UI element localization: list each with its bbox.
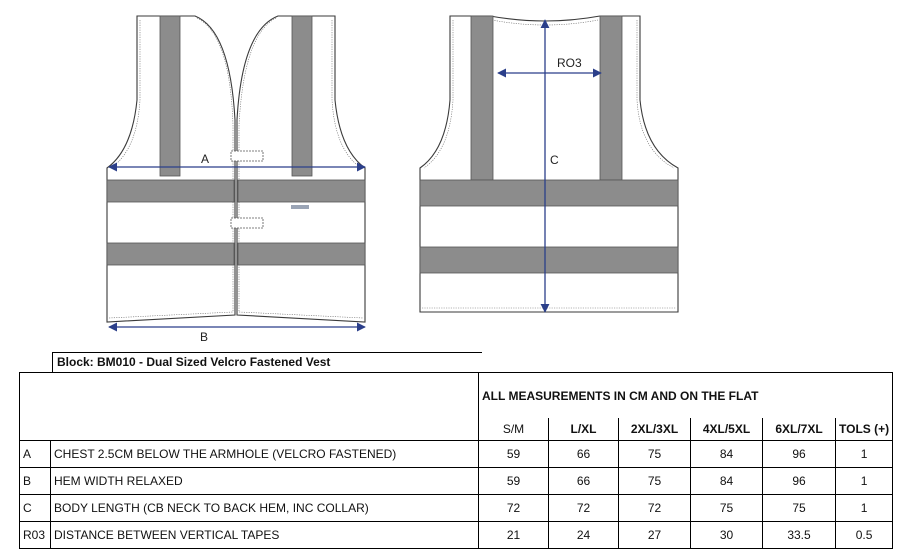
row-value: 96 (762, 440, 836, 468)
row-value: 96 (762, 467, 836, 495)
table-row: C BODY LENGTH (CB NECK TO BACK HEM, INC … (19, 494, 894, 522)
row-value: 1 (834, 494, 894, 522)
row-value: 21 (478, 521, 549, 549)
dim-label-ro3: RO3 (557, 56, 582, 70)
row-description: BODY LENGTH (CB NECK TO BACK HEM, INC CO… (50, 494, 479, 522)
measurement-table: ALL MEASUREMENTS IN CM AND ON THE FLAT S… (19, 372, 894, 549)
table-row: B HEM WIDTH RELAXED 59 66 75 84 96 1 (19, 467, 894, 495)
dim-label-c: C (550, 153, 559, 167)
row-value: 75 (618, 467, 691, 495)
row-value: 84 (690, 440, 763, 468)
title-rule-top (52, 352, 482, 353)
row-value: 59 (478, 440, 549, 468)
header-note: ALL MEASUREMENTS IN CM AND ON THE FLAT (477, 372, 894, 418)
row-value: 0.5 (834, 521, 894, 549)
row-value: 33.5 (762, 521, 836, 549)
block-title: Block: BM010 - Dual Sized Velcro Fastene… (57, 355, 331, 369)
dim-label-a: A (201, 152, 209, 166)
row-value: 75 (690, 494, 763, 522)
row-value: 75 (618, 440, 691, 468)
title-rule-side (52, 352, 53, 372)
row-description: HEM WIDTH RELAXED (50, 467, 479, 495)
row-code: C (19, 494, 51, 522)
row-value: 75 (762, 494, 836, 522)
dim-label-b: B (200, 330, 208, 344)
table-row: A CHEST 2.5CM BELOW THE ARMHOLE (VELCRO … (19, 440, 894, 468)
row-value: 84 (690, 467, 763, 495)
col-header: S/M (478, 418, 549, 441)
col-header: 6XL/7XL (762, 418, 836, 441)
row-value: 27 (618, 521, 691, 549)
col-header: 2XL/3XL (618, 418, 691, 441)
table-header-blank (19, 372, 479, 441)
row-value: 1 (834, 467, 894, 495)
col-header: L/XL (548, 418, 619, 441)
col-header: 4XL/5XL (690, 418, 763, 441)
row-value: 72 (548, 494, 619, 522)
row-value: 59 (478, 467, 549, 495)
row-value: 66 (548, 440, 619, 468)
row-value: 30 (690, 521, 763, 549)
vest-technical-drawing: A B RO3 C (106, 15, 679, 344)
table-header-note-row: ALL MEASUREMENTS IN CM AND ON THE FLAT (19, 372, 894, 441)
front-view: A B (106, 15, 366, 344)
col-header: TOLS (+) (834, 418, 894, 441)
table-row: R03 DISTANCE BETWEEN VERTICAL TAPES 21 2… (19, 521, 894, 549)
row-value: 24 (548, 521, 619, 549)
row-code: A (19, 440, 51, 468)
row-code: R03 (19, 521, 51, 549)
row-value: 1 (834, 440, 894, 468)
row-description: DISTANCE BETWEEN VERTICAL TAPES (50, 521, 479, 549)
table-column-headers: S/M L/XL 2XL/3XL 4XL/5XL 6XL/7XL TOLS (+… (20, 418, 894, 441)
row-value: 72 (478, 494, 549, 522)
row-value: 66 (548, 467, 619, 495)
row-code: B (19, 467, 51, 495)
row-description: CHEST 2.5CM BELOW THE ARMHOLE (VELCRO FA… (50, 440, 479, 468)
back-view: RO3 C (419, 15, 679, 313)
row-value: 72 (618, 494, 691, 522)
